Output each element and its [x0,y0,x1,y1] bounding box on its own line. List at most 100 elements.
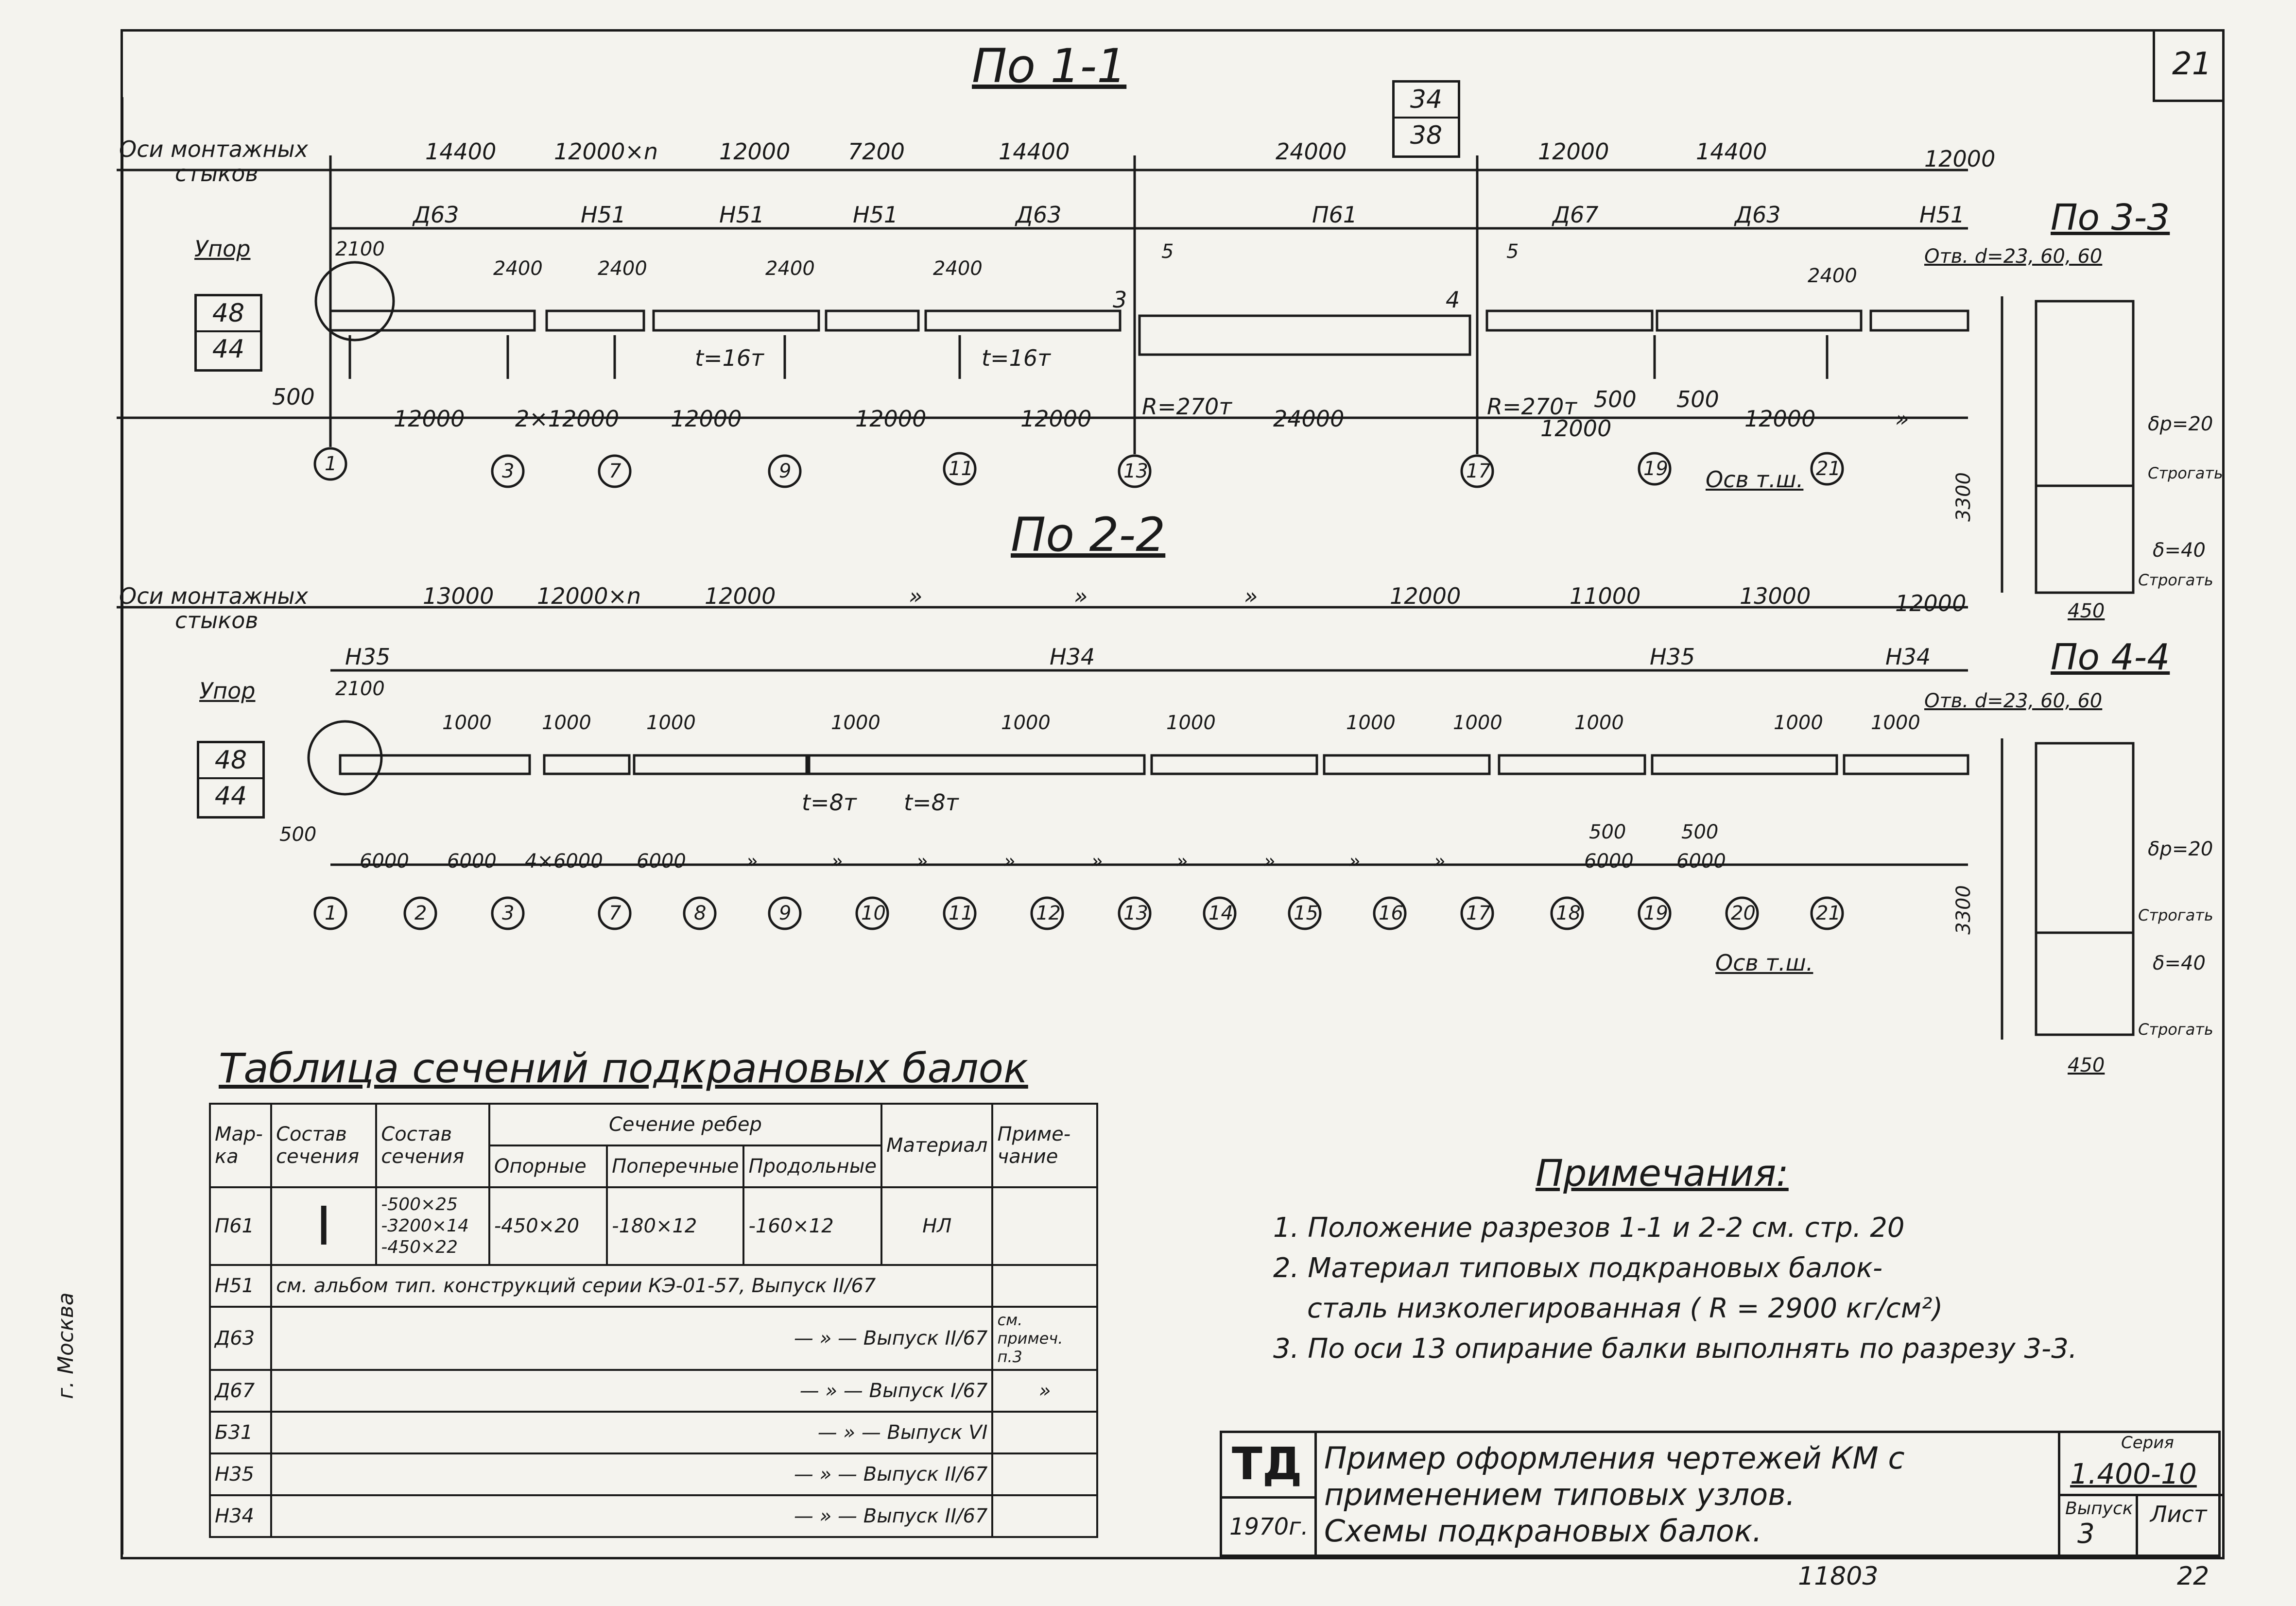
note-item: 1. Положение разрезов 1-1 и 2-2 см. стр.… [1273,1212,1905,1244]
tb-divider-h1 [1222,1496,1314,1499]
s1-axis: 3 [502,460,515,482]
row-p61-mark: П61 [208,1186,273,1266]
s1-bottom-dim: 12000 [1540,415,1612,442]
s1-beam: Н51 [719,202,765,228]
tb-line-1: Пример оформления чертежей КМ с [1324,1440,1905,1476]
s1-beam: Д67 [1553,202,1599,228]
row-mark: Н51 [208,1264,273,1308]
rib-label-2: t=8т [904,789,959,816]
s1-top-dim: 14400 [1696,138,1767,165]
joints-label-1: Оси монтажных [119,136,308,162]
s2-bottom-dim: 6000 [1676,850,1726,872]
s2-axis: 3 [502,902,515,924]
s2-axis: 16 [1379,902,1403,924]
s2-small-dim: 2100 [335,678,385,700]
i-beam-icon: Ӏ [270,1186,378,1266]
cut-mark: 3 [1113,287,1127,313]
radius-label: R=270т [1487,393,1577,420]
sheet-number-box [2153,29,2225,102]
s1-axis: 13 [1123,460,1148,482]
s2-top-dim: 12000 [705,583,776,609]
bottom-code-1: 11803 [1798,1562,1879,1591]
tb-divider-h2 [2058,1494,2223,1496]
note-item: 2. Материал типовых подкрановых балок- [1273,1252,1883,1284]
s2-bottom-dim: » [1263,850,1276,872]
joints-label-1b: стыков [175,160,259,187]
s2-top-dim: 13000 [423,583,494,609]
tb-line-3: Схемы подкрановых балок. [1324,1513,1762,1549]
s2-top-dim: 11000 [1570,583,1641,609]
s2-small-dim: 1000 [831,712,880,734]
row-mark: Н35 [208,1452,273,1496]
s1-small-dim: 2100 [335,238,385,260]
s2-axis: 1 [325,902,337,924]
stop-tag-bottom: 44 [199,777,262,813]
s1-bottom-dim: 24000 [1273,406,1345,432]
s1-bottom-dim: 12000 [1744,406,1816,432]
detail-tag-top: 34 [1410,85,1443,114]
s2-bottom-dim: » [1091,850,1103,872]
s2-axis: 14 [1208,902,1233,924]
s2-bottom-dim: 6000 [447,850,497,872]
row-mark: Б31 [208,1411,273,1454]
row-note [991,1264,1098,1308]
s1-small-dim: 2400 [765,257,815,280]
left-binding-strip [73,97,123,1555]
stop-label-2: Упор [199,678,256,704]
row-mark: Д63 [208,1306,273,1371]
s2-small-dim: 1000 [442,712,492,734]
th-material: Материал [880,1103,994,1188]
org-mark: ТД [1232,1438,1302,1490]
tb-issue: 3 [2077,1518,2095,1550]
s2-bottom-dim: » [746,850,758,872]
row-note: » [991,1369,1098,1413]
s2-top-dim: 12000 [1895,590,1967,616]
s2-beam: Н34 [1885,644,1931,670]
rib-label: t=16т [982,345,1051,371]
s1-beam: П61 [1312,202,1358,228]
s2-bottom-dim: 500 [279,823,317,846]
s1-bottom-dim: 12000 [671,406,742,432]
s1-bottom-dim: » [1895,406,1909,432]
rib-label-2: t=8т [802,789,857,816]
s3-label: δ=40 [2153,539,2206,562]
s1-top-dim: 7200 [848,138,905,165]
s2-bottom-dim: 6000 [1584,850,1634,872]
s2-small-dim: 1000 [1001,712,1051,734]
s1-top-dim: 12000 [719,138,791,165]
row-p61-note [991,1186,1098,1266]
detail-tag-bottom: 38 [1395,117,1458,153]
row-text: — » — Выпуск II/67 [270,1306,994,1371]
s2-bottom-dim: » [1433,850,1446,872]
row-text: — » — Выпуск I/67 [270,1369,994,1413]
th-comp1: Состав сечения [270,1103,378,1188]
s2-axis: 18 [1556,902,1581,924]
s1-beam: Н51 [1919,202,1965,228]
th-ribs-long: Продольные [742,1145,883,1188]
tb-line-2: применением типовых узлов. [1324,1477,1795,1512]
s2-bottom-dim: 500 [1589,821,1626,843]
row-note: см. примеч. п.3 [991,1306,1098,1371]
tb-series: 1.400-10 [2070,1457,2197,1490]
s2-axis: 7 [609,902,621,924]
s2-axis: 12 [1036,902,1061,924]
sections-table: Мар-ка Состав сечения Состав сечения Сеч… [208,1103,1098,1538]
s2-axis: 8 [694,902,707,924]
row-text: — » — Выпуск II/67 [270,1452,994,1496]
notes-title: Примечания: [1536,1151,1789,1195]
s1-bottom-dim: 500 [272,384,315,410]
s1-small-dim: 5 [1506,240,1519,263]
s1-top-dim: 14400 [999,138,1070,165]
s1-beam: Н51 [853,202,898,228]
th-ribs-cross: Поперечные [606,1145,745,1188]
th-ribs: Сечение ребер [488,1103,883,1146]
s3-dim: 450 [2068,600,2105,622]
rib-label: t=16т [695,345,764,371]
cut-mark: 4 [1446,287,1460,313]
tb-sheet-label: Лист [2150,1501,2207,1527]
row-p61-comp: -500×25 -3200×14 -450×22 [375,1186,490,1266]
comp-line: -450×22 [381,1237,458,1257]
s2-axis: 17 [1466,902,1491,924]
title-block: ТД 1970г. Пример оформления чертежей КМ … [1220,1431,2223,1559]
s2-bottom-dim: » [1348,850,1361,872]
